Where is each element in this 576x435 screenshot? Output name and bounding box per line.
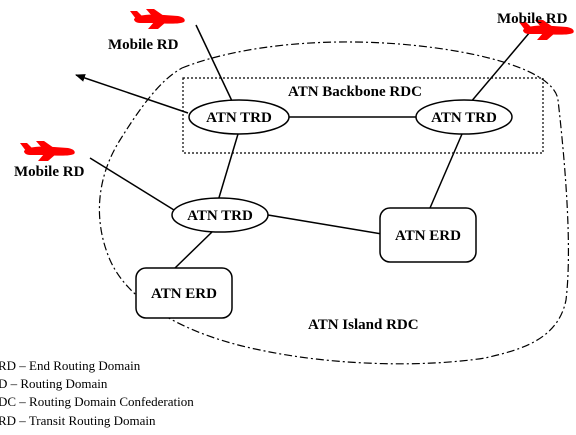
link-trd-left-to-mobile-top xyxy=(195,24,233,102)
trd-node-right-label: ATN TRD xyxy=(431,110,497,126)
erd-node-right-label: ATN ERD xyxy=(395,228,461,244)
trd-node-left-label: ATN TRD xyxy=(206,110,272,126)
link-trd-center-to-mobile-left xyxy=(89,157,175,211)
link-trd-right-to-mobile-right xyxy=(469,31,531,104)
erd-node-right: ATN ERD xyxy=(379,207,477,263)
link-trd-left-to-trd-center xyxy=(217,133,239,202)
airplane-icon xyxy=(130,9,185,29)
link-trd-right-to-erd-right xyxy=(429,133,463,209)
island-rdc-label: ATN Island RDC xyxy=(308,317,419,333)
trd-node-center-label: ATN TRD xyxy=(187,208,253,224)
legend-item: RD – End Routing Domain xyxy=(0,358,141,373)
link-trd-center-to-erd-right xyxy=(267,214,383,235)
mobile-rd-middle-left-label: Mobile RD xyxy=(14,164,85,180)
erd-node-left-label: ATN ERD xyxy=(151,286,217,302)
airplane-icon xyxy=(20,141,75,161)
trd-node-right: ATN TRD xyxy=(415,99,513,135)
legend: RD – End Routing Domain D – Routing Doma… xyxy=(0,358,194,428)
erd-node-left: ATN ERD xyxy=(135,267,233,319)
trd-node-center: ATN TRD xyxy=(171,197,269,233)
link-trd-center-to-erd-left xyxy=(174,231,213,269)
legend-item: D – Routing Domain xyxy=(0,376,108,391)
backbone-rdc-boundary xyxy=(182,77,544,154)
legend-item: DC – Routing Domain Confederation xyxy=(0,394,194,409)
mobile-rd-top-right-label: Mobile RD xyxy=(497,11,568,27)
mobile-rd-top-left-label: Mobile RD xyxy=(108,37,179,53)
trd-node-left: ATN TRD xyxy=(188,99,290,135)
backbone-rdc-label: ATN Backbone RDC xyxy=(288,84,422,100)
link-trd-left-to-external xyxy=(75,74,189,114)
island-rdc-boundary xyxy=(98,41,570,365)
legend-item: RD – Transit Routing Domain xyxy=(0,413,156,428)
